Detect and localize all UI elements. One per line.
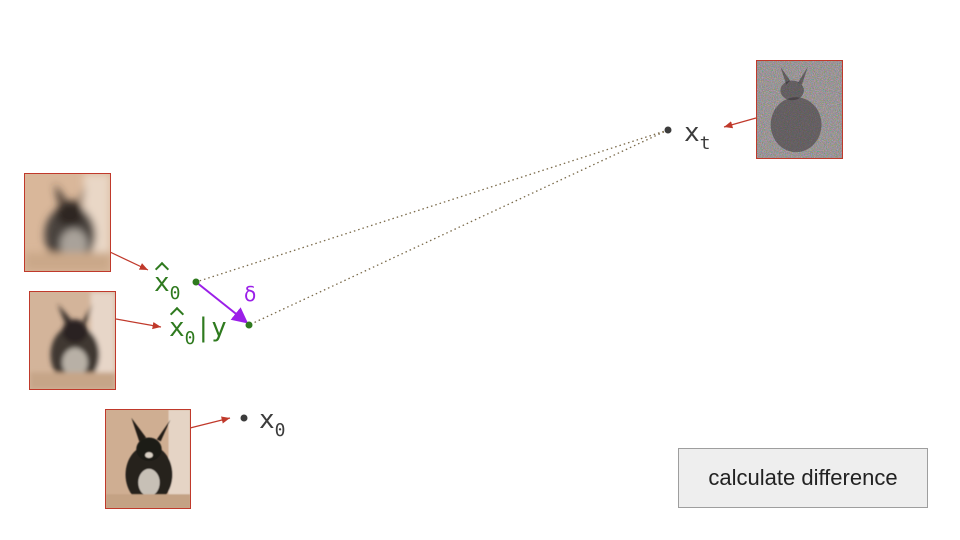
label-x-hat-0-given-y: x0|y (169, 313, 227, 349)
dotted-line-xt-to-xhat0y (248, 129, 669, 326)
blur-heavy-rabbit-image (24, 173, 111, 272)
clean-rabbit-image (105, 409, 191, 509)
calculate-difference-button[interactable]: calculate difference (678, 448, 928, 508)
label-x-0: x0 (259, 405, 286, 441)
point-x-t (664, 126, 672, 134)
calculate-difference-label: calculate difference (708, 465, 898, 490)
label-delta: δ (244, 282, 257, 306)
point-x-hat-0 (192, 278, 200, 286)
point-x-hat-0-given-y (245, 321, 253, 329)
arrow-blur-medium-image (115, 318, 162, 330)
label-x-hat-0: x0 (154, 268, 181, 304)
noisy-rabbit-image (756, 60, 843, 159)
delta-arrow (195, 281, 249, 324)
arrow-noisy-image (723, 117, 757, 129)
point-x-0 (240, 414, 248, 422)
blur-medium-rabbit-image (29, 291, 116, 390)
arrow-blur-heavy-image (109, 251, 149, 271)
dotted-line-xt-to-xhat0 (195, 129, 669, 283)
arrow-clean-image (189, 416, 231, 429)
label-x-t: xt (684, 118, 711, 154)
